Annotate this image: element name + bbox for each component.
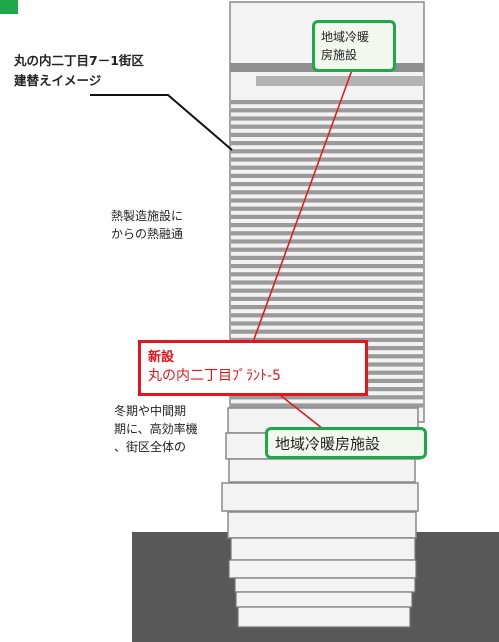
- side-text-1-line-1: 熱製造施設に: [111, 209, 184, 223]
- bottom-facility-label: 地域冷暖房施設: [275, 435, 381, 453]
- side-text-2-line-1: 冬期や中間期: [114, 404, 187, 418]
- floor-band: [231, 239, 423, 244]
- floor-band: [231, 108, 423, 113]
- top-facility-line-2: 房施設: [321, 48, 358, 62]
- new-plant-callout: 新設 丸の内二丁目ﾌﾟﾗﾝﾄ-5: [138, 340, 368, 396]
- floor-band: [231, 264, 423, 269]
- floor-band: [231, 321, 423, 326]
- top-facility-line-1: 地域冷暖: [321, 30, 370, 44]
- floor-band: [231, 395, 423, 400]
- top-facility-callout: 地域冷暖 房施設: [312, 20, 396, 72]
- floor-band: [231, 305, 423, 310]
- floor-band: [231, 247, 423, 252]
- floor-band: [231, 141, 423, 146]
- top-callout-leader-line: [252, 69, 353, 343]
- side-text-2-line-3: 、街区全体の: [114, 440, 187, 454]
- floor-band: [231, 337, 423, 342]
- floor-band: [231, 190, 423, 195]
- floor-band: [231, 214, 423, 219]
- floor-band: [231, 165, 423, 170]
- floor-band: [231, 182, 423, 187]
- title-leader-line: [90, 94, 233, 151]
- floor-band: [231, 157, 423, 162]
- floor-band: [231, 206, 423, 211]
- podium-tier-3: [228, 458, 416, 483]
- floor-band: [231, 329, 423, 334]
- crown-band-2: [256, 76, 424, 86]
- basement-tier-2: [228, 559, 417, 579]
- floor-band: [231, 272, 423, 277]
- floor-band: [231, 255, 423, 260]
- floor-band: [231, 198, 423, 203]
- new-plant-name: 丸の内二丁目ﾌﾟﾗﾝﾄ-5: [148, 368, 281, 384]
- bottom-facility-callout: 地域冷暖房施設: [265, 427, 427, 459]
- podium-tier-5: [227, 511, 417, 539]
- basement-tier-1: [230, 537, 416, 561]
- floor-band: [231, 296, 423, 301]
- side-text-2-line-2: 期に、高効率機: [114, 422, 198, 436]
- corner-tag: [0, 0, 18, 14]
- floor-band: [231, 280, 423, 285]
- floor-band: [231, 403, 423, 408]
- new-plant-heading: 新設: [148, 350, 175, 365]
- basement-tier-4: [235, 591, 413, 608]
- basement-tier-3: [234, 577, 416, 593]
- floor-band: [231, 313, 423, 318]
- basement-tier-5: [237, 606, 411, 628]
- floor-band: [231, 124, 423, 129]
- floor-bands: [231, 100, 423, 408]
- floor-band: [231, 288, 423, 293]
- floor-band: [231, 231, 423, 236]
- side-text-1-line-2: からの熱融通: [111, 227, 184, 241]
- title-line-1: 丸の内二丁目7－1街区: [14, 53, 144, 68]
- podium-tier-4: [221, 482, 419, 512]
- floor-band: [231, 149, 423, 154]
- floor-band: [231, 223, 423, 228]
- floor-band: [231, 116, 423, 121]
- floor-band: [231, 100, 423, 105]
- floor-band: [231, 132, 423, 137]
- title-line-2: 建替えイメージ: [14, 73, 102, 88]
- floor-band: [231, 173, 423, 178]
